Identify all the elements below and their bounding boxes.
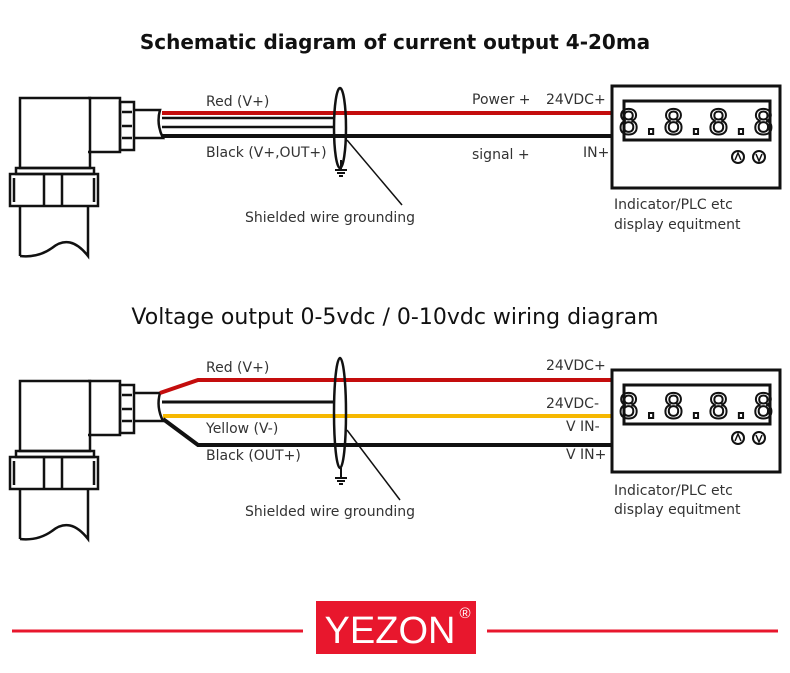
down-button-icon xyxy=(752,431,766,445)
voltage-output-diagram: Voltage output 0-5vdc / 0-10vdc wiring d… xyxy=(8,305,782,541)
24vdc-plus-label: 24VDC+ xyxy=(546,92,606,108)
ground-icon xyxy=(334,467,348,485)
shield-ellipse xyxy=(332,86,348,170)
in-plus-label: IN+ xyxy=(583,145,609,161)
display-caption-2: display equitment xyxy=(614,502,741,518)
shield-label: Shielded wire grounding xyxy=(245,210,415,226)
display-caption-1: Indicator/PLC etc xyxy=(614,197,733,213)
shield-label: Shielded wire grounding xyxy=(245,504,415,520)
red-wire xyxy=(159,378,612,395)
black-wire-label: Black (V+,OUT+) xyxy=(206,145,327,161)
display-caption-2: display equitment xyxy=(614,217,741,233)
display-readout: 8.8.8.8 xyxy=(618,103,775,143)
24vdc-minus-label: 24VDC- xyxy=(546,396,599,412)
indicator-display: 8.8.8.8 xyxy=(610,84,782,190)
leader-line xyxy=(346,429,401,501)
vin-minus-label: V IN- xyxy=(566,419,600,435)
leader-line xyxy=(346,139,403,206)
diagram-title: Voltage output 0-5vdc / 0-10vdc wiring d… xyxy=(131,305,658,330)
diagram-title: Schematic diagram of current output 4-20… xyxy=(140,30,650,54)
24vdc-plus-label: 24VDC+ xyxy=(546,358,606,374)
brand-footer: YEZON ® xyxy=(12,601,778,654)
registered-mark: ® xyxy=(459,605,470,622)
red-wire-label: Red (V+) xyxy=(206,360,269,376)
up-button-icon xyxy=(731,150,745,164)
shield-ellipse xyxy=(332,356,348,470)
pressure-sensor-icon xyxy=(8,96,165,258)
indicator-display: 8.8.8.8 xyxy=(610,368,782,474)
vin-plus-label: V IN+ xyxy=(566,447,606,463)
black-wire xyxy=(161,417,612,447)
shield-drain-wire xyxy=(162,116,334,129)
down-button-icon xyxy=(752,150,766,164)
power-label: Power + xyxy=(472,92,531,108)
signal-label: signal + xyxy=(472,147,530,163)
yellow-wire-label: Yellow (V-) xyxy=(205,421,278,437)
logo-text: YEZON xyxy=(325,610,456,652)
display-caption-1: Indicator/PLC etc xyxy=(614,483,733,499)
black-wire-label: Black (OUT+) xyxy=(206,448,301,464)
current-output-diagram: Schematic diagram of current output 4-20… xyxy=(8,30,782,258)
red-wire-label: Red (V+) xyxy=(206,94,269,110)
display-readout: 8.8.8.8 xyxy=(618,387,775,427)
up-button-icon xyxy=(731,431,745,445)
pressure-sensor-icon xyxy=(8,379,165,541)
logo-box xyxy=(316,601,476,654)
